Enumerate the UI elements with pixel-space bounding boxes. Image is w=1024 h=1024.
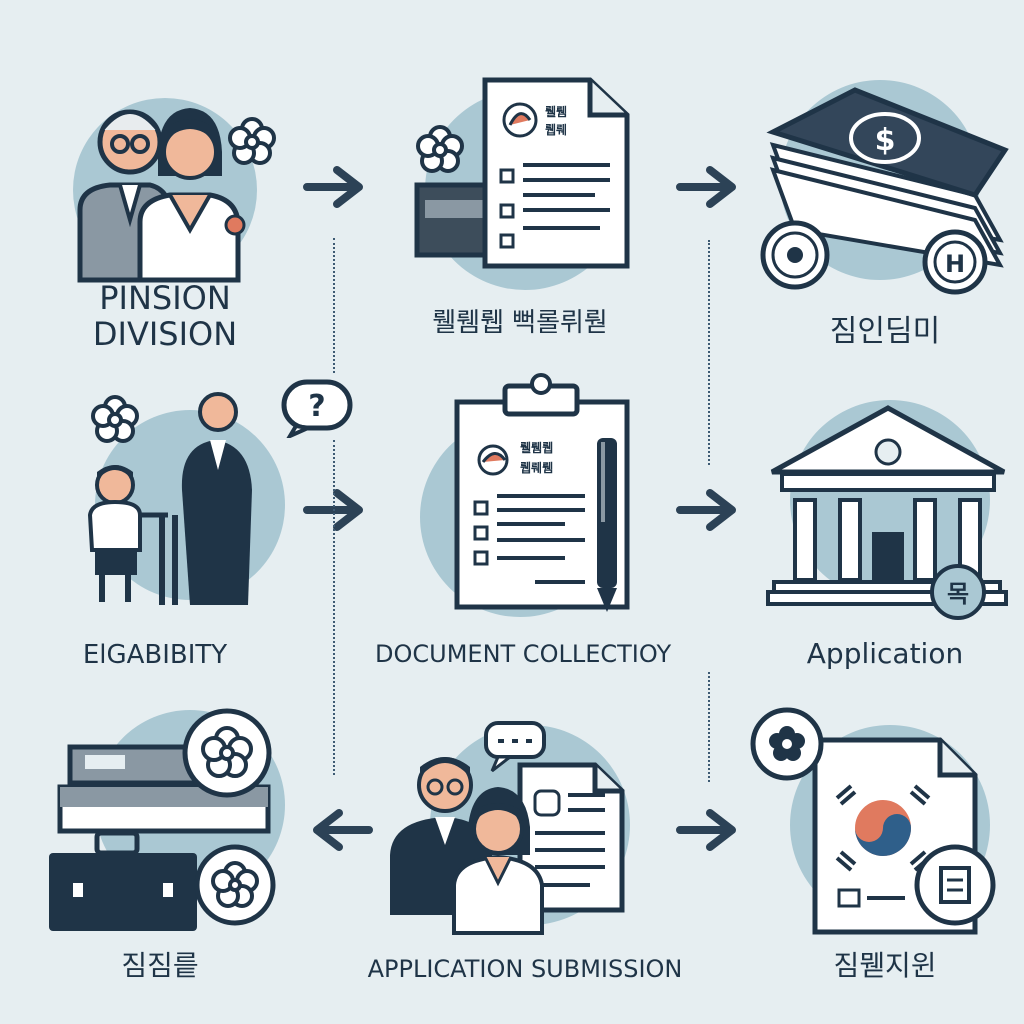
coin-right-icon: H	[922, 229, 988, 295]
step-label-line-1: APPLICATION SUBMISSION	[367, 955, 683, 983]
svg-text:?: ?	[308, 389, 325, 424]
couple-document-icon	[390, 721, 630, 935]
step-label-line-2: DIVISION	[92, 315, 238, 353]
briefcase-icon	[49, 708, 285, 931]
clip-header-1: 뤨뤰뤱	[520, 440, 553, 455]
doc-header-1: 뤨뤰	[545, 104, 567, 119]
step-label: DOCUMENT COLLECTIOY	[375, 640, 672, 668]
speech-bubble-icon	[484, 721, 546, 773]
arrow-right-icon	[676, 166, 736, 208]
question-bubble-icon: ?	[281, 379, 353, 438]
step-label: PINSION DIVISION	[50, 280, 280, 352]
step-eligibility: ElGABIBITY	[40, 390, 290, 670]
step-briefcase: 짐짐릍	[45, 705, 295, 982]
clipboard-pen-icon: 뤨뤰뤱 뤱뤠뤰	[420, 373, 630, 617]
step-pension-division: PINSION DIVISION	[40, 80, 290, 352]
step-label: 뤨뤰뤱 뻑롤뤼뤋	[395, 308, 645, 338]
seal-icon: 목	[930, 564, 986, 620]
step-document-collection: 뤨뤰뤱 뤱뤠뤰 DOCUMENT COLLECTIOY	[375, 372, 671, 668]
step-label-line-1: Application	[806, 637, 964, 670]
step-certificate: 짐뭳지윈	[750, 700, 1015, 982]
step-application: 목 Application	[760, 380, 1010, 670]
step-label-line-1: PINSION	[99, 279, 231, 317]
step-label-line-1: 뤨뤰뤱 뻑롤뤼뤋	[432, 308, 608, 338]
pen-icon	[597, 438, 617, 612]
arrow-right-icon	[676, 809, 736, 851]
korean-flag-document-icon	[750, 707, 996, 935]
elder-child-icon	[87, 392, 285, 605]
bank-building-icon: 목	[766, 400, 1008, 620]
step-money: $ H 짐인딤미	[755, 70, 1015, 349]
arrow-right-icon	[676, 489, 736, 531]
flower-badge-top-icon	[182, 708, 272, 798]
money-stack-icon: $ H	[760, 80, 1009, 295]
dotted-connector	[333, 238, 335, 373]
flower-badge-icon	[750, 707, 824, 781]
step-label: ElGABIBITY	[40, 640, 270, 670]
elderly-couple-icon	[73, 98, 276, 283]
step-label-line-1: DOCUMENT COLLECTIOY	[375, 640, 672, 668]
document-checklist-icon: 뤨뤰 뤱뤠	[414, 77, 630, 290]
arrow-right-icon	[303, 489, 363, 531]
doc-header-2: 뤱뤠	[545, 122, 567, 137]
svg-text:목: 목	[947, 580, 969, 608]
flower-badge-bottom-icon	[194, 844, 276, 926]
step-label: 짐뭳지윈	[755, 950, 1015, 982]
arrow-right-icon	[303, 166, 363, 208]
step-label: 짐인딤미	[755, 315, 1015, 349]
note-symbol: $	[875, 123, 896, 158]
step-label-line-1: 짐짐릍	[121, 949, 199, 982]
step-label: Application	[760, 638, 1010, 670]
step-label-line-1: 짐뭳지윈	[833, 949, 937, 982]
dotted-connector	[333, 440, 335, 775]
coin-left-icon	[760, 220, 830, 290]
step-label: 짐짐릍	[45, 950, 275, 982]
clip-header-2: 뤱뤠뤰	[520, 460, 553, 475]
arrow-left-icon	[313, 809, 373, 851]
dotted-connector	[708, 240, 710, 465]
step-label-line-1: ElGABIBITY	[82, 640, 228, 670]
step-application-submission: APPLICATION SUBMISSION	[368, 715, 682, 983]
step-label: APPLICATION SUBMISSION	[360, 955, 690, 983]
document-badge-icon	[914, 844, 996, 926]
step-label-line-1: 짐인딤미	[829, 314, 941, 349]
step-document-forms: 뤨뤰 뤱뤠 뤨뤰뤱 뻑롤뤼뤋	[395, 70, 645, 338]
dotted-connector	[708, 672, 710, 782]
svg-text:H: H	[945, 250, 965, 278]
